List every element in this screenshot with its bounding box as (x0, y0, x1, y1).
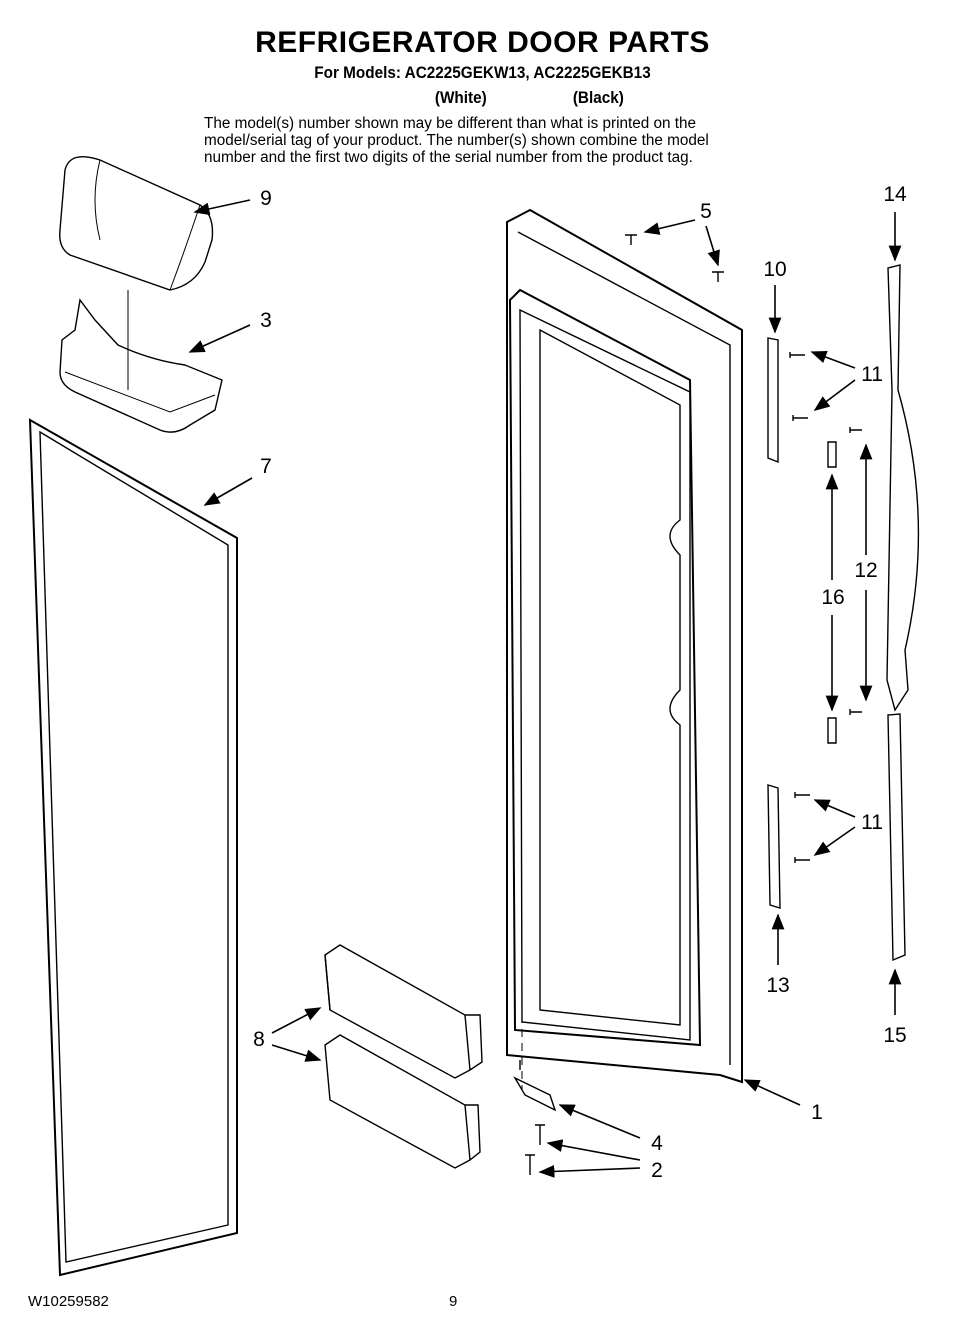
document-number: W10259582 (28, 1293, 109, 1310)
trim-part (767, 337, 779, 464)
door-assembly-part (506, 208, 743, 1084)
models-line: For Models: AC2225GEKW13, AC2225GEKB13 (314, 63, 651, 82)
callout-2: 2 (651, 1159, 663, 1182)
note-line: model/serial tag of your product. The nu… (204, 132, 709, 149)
page-title: REFRIGERATOR DOOR PARTS (255, 26, 710, 59)
callout-1: 1 (811, 1101, 823, 1124)
callout-15: 15 (883, 1024, 907, 1047)
door-bins-part (324, 944, 483, 1169)
callout-3: 3 (260, 309, 272, 332)
callout-11: 11 (861, 363, 883, 386)
callout-4: 4 (651, 1132, 663, 1155)
screws-and-clips (789, 352, 862, 863)
callout-11: 11 (861, 811, 883, 834)
screw-part (525, 1154, 535, 1175)
hinge-part (513, 1076, 557, 1112)
dairy-door-cover-part (59, 156, 214, 291)
page-number: 9 (449, 1293, 458, 1310)
color-white: (White) (434, 88, 487, 107)
dairy-bin-part (59, 298, 223, 433)
door-gasket-part (28, 418, 238, 1277)
callout-9: 9 (260, 187, 272, 210)
screw-part (712, 271, 724, 282)
callout-16: 16 (821, 586, 845, 609)
color-black: (Black) (572, 88, 624, 107)
trim-part (767, 784, 781, 909)
callout-12: 12 (854, 559, 878, 582)
callout-arrows (188, 199, 902, 1178)
note-line: number and the first two digits of the s… (204, 149, 693, 166)
note-line: The model(s) number shown may be differe… (204, 115, 697, 132)
handle-trim-part (887, 713, 906, 962)
callout-14: 14 (883, 183, 907, 206)
callout-8: 8 (253, 1028, 265, 1051)
screw-part (535, 1124, 545, 1145)
callout-5: 5 (700, 200, 712, 223)
handle-part (886, 264, 920, 712)
model-note: The model(s) number shown may be differe… (204, 115, 764, 166)
callout-7: 7 (260, 455, 272, 478)
callout-10: 10 (763, 258, 787, 281)
callout-13: 13 (766, 974, 790, 997)
screw-part (625, 234, 637, 245)
